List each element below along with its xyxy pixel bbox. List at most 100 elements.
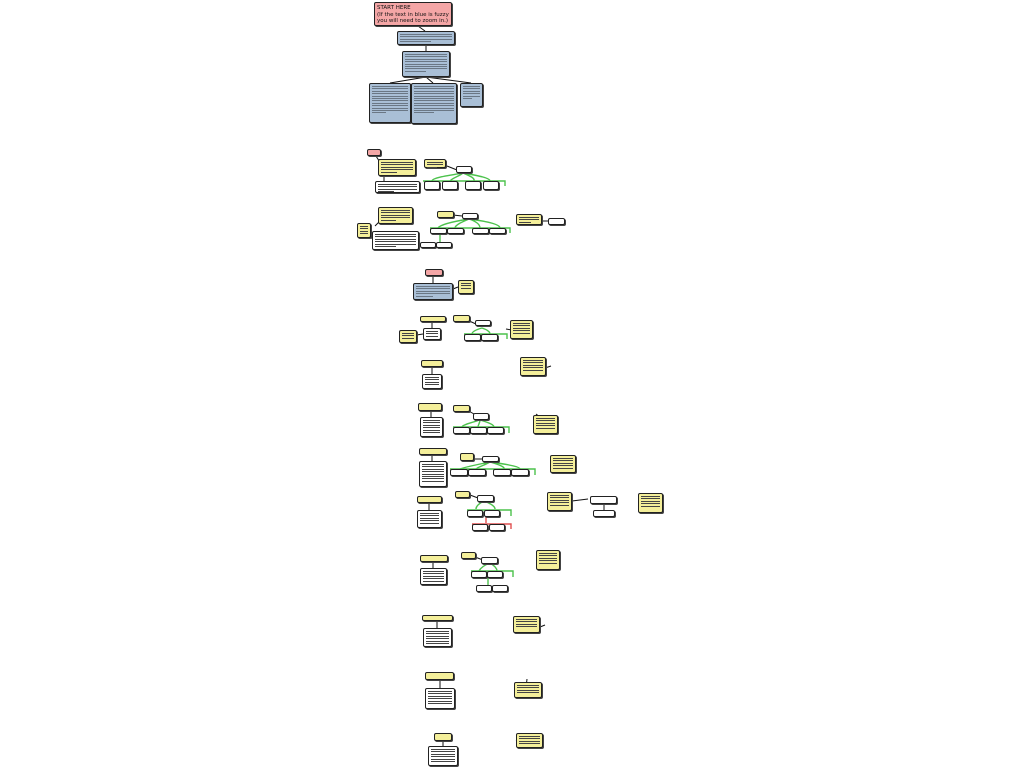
detail-info-box-right[interactable] [460, 83, 483, 107]
option-node[interactable] [483, 181, 499, 190]
text-lines [402, 333, 414, 340]
decision-node[interactable] [475, 320, 491, 326]
option-node[interactable] [442, 181, 458, 190]
option-node[interactable] [430, 228, 447, 234]
option-node[interactable] [484, 510, 500, 517]
note-box[interactable] [455, 491, 470, 498]
note-box[interactable] [516, 214, 542, 225]
note-box[interactable] [434, 733, 452, 741]
note-box[interactable] [513, 616, 540, 633]
decision-node[interactable] [482, 456, 499, 462]
sub-option-node[interactable] [420, 242, 436, 248]
green-connector [478, 562, 498, 572]
description-box[interactable] [422, 374, 442, 389]
note-box[interactable] [516, 733, 543, 748]
note-box[interactable] [437, 211, 454, 218]
option-node[interactable] [465, 181, 481, 190]
green-connector [431, 172, 491, 182]
connector [417, 25, 426, 32]
decision-node[interactable] [462, 213, 478, 219]
result-node[interactable] [593, 510, 615, 517]
option-node[interactable] [472, 228, 489, 234]
option-node[interactable] [487, 427, 504, 434]
side-note-box[interactable] [357, 223, 371, 238]
intro-info-box[interactable] [397, 31, 455, 45]
section-info-box[interactable] [413, 283, 453, 300]
note-box[interactable] [420, 316, 446, 322]
text-lines [425, 377, 439, 387]
option-node[interactable] [467, 510, 483, 517]
option-node[interactable] [450, 469, 468, 476]
alt-option-node[interactable] [472, 524, 488, 531]
option-node[interactable] [489, 228, 506, 234]
description-box[interactable] [428, 746, 458, 766]
note-box[interactable] [421, 360, 443, 367]
note-box[interactable] [460, 453, 474, 461]
start-box[interactable]: START HERE (If the text in blue is fuzzy… [374, 2, 452, 26]
option-node[interactable] [481, 334, 498, 341]
decision-node[interactable] [477, 495, 494, 502]
description-box[interactable] [420, 568, 447, 585]
text-lines [519, 217, 539, 224]
note-box[interactable] [638, 493, 663, 513]
decision-node[interactable] [473, 413, 489, 420]
description-box[interactable] [417, 510, 442, 528]
note-box[interactable] [419, 448, 447, 455]
note-box[interactable] [417, 496, 442, 503]
result-node[interactable] [590, 496, 617, 504]
note-box[interactable] [378, 159, 416, 176]
option-node[interactable] [468, 469, 486, 476]
detail-info-box-left[interactable] [369, 83, 411, 123]
note-box[interactable] [547, 492, 572, 511]
option-node[interactable] [453, 427, 470, 434]
detail-info-box-middle[interactable] [411, 83, 457, 124]
note-box[interactable] [510, 320, 533, 339]
option-node[interactable] [424, 181, 440, 190]
option-node[interactable] [447, 228, 464, 234]
section-marker[interactable] [425, 269, 443, 276]
side-note-box[interactable] [399, 330, 417, 343]
connector [452, 286, 459, 290]
note-box[interactable] [453, 315, 470, 322]
note-box[interactable] [520, 357, 546, 376]
connector [544, 365, 552, 369]
alt-option-node[interactable] [489, 524, 505, 531]
description-box[interactable] [419, 461, 447, 487]
description-box[interactable] [423, 628, 452, 647]
sub-option-node[interactable] [436, 242, 452, 248]
note-box[interactable] [514, 682, 542, 698]
note-box[interactable] [533, 415, 558, 434]
note-box[interactable] [550, 455, 576, 473]
option-node[interactable] [470, 427, 487, 434]
description-box[interactable] [425, 688, 455, 709]
decision-node[interactable] [481, 557, 498, 564]
note-box[interactable] [458, 280, 474, 294]
option-node[interactable] [464, 334, 481, 341]
description-box[interactable] [372, 231, 419, 250]
text-lines [461, 283, 471, 290]
note-box[interactable] [422, 615, 453, 621]
note-box[interactable] [536, 550, 560, 570]
note-box[interactable] [418, 403, 442, 411]
note-box[interactable] [453, 405, 470, 412]
note-box[interactable] [461, 552, 476, 559]
option-node[interactable] [471, 571, 487, 578]
sub-option-node[interactable] [492, 585, 508, 592]
section-marker[interactable] [367, 149, 381, 156]
description-box[interactable] [420, 417, 443, 437]
description-box[interactable] [375, 181, 420, 193]
description-box[interactable] [423, 328, 441, 340]
note-box[interactable] [424, 159, 446, 168]
note-box[interactable] [378, 207, 413, 224]
note-box[interactable] [425, 672, 454, 680]
note-box[interactable] [420, 555, 448, 562]
option-node[interactable] [487, 571, 503, 578]
decision-node[interactable] [456, 166, 472, 173]
overview-info-box[interactable] [402, 51, 450, 77]
sub-option-node[interactable] [476, 585, 492, 592]
result-node[interactable] [548, 218, 565, 225]
option-node[interactable] [511, 469, 529, 476]
option-node[interactable] [493, 469, 511, 476]
